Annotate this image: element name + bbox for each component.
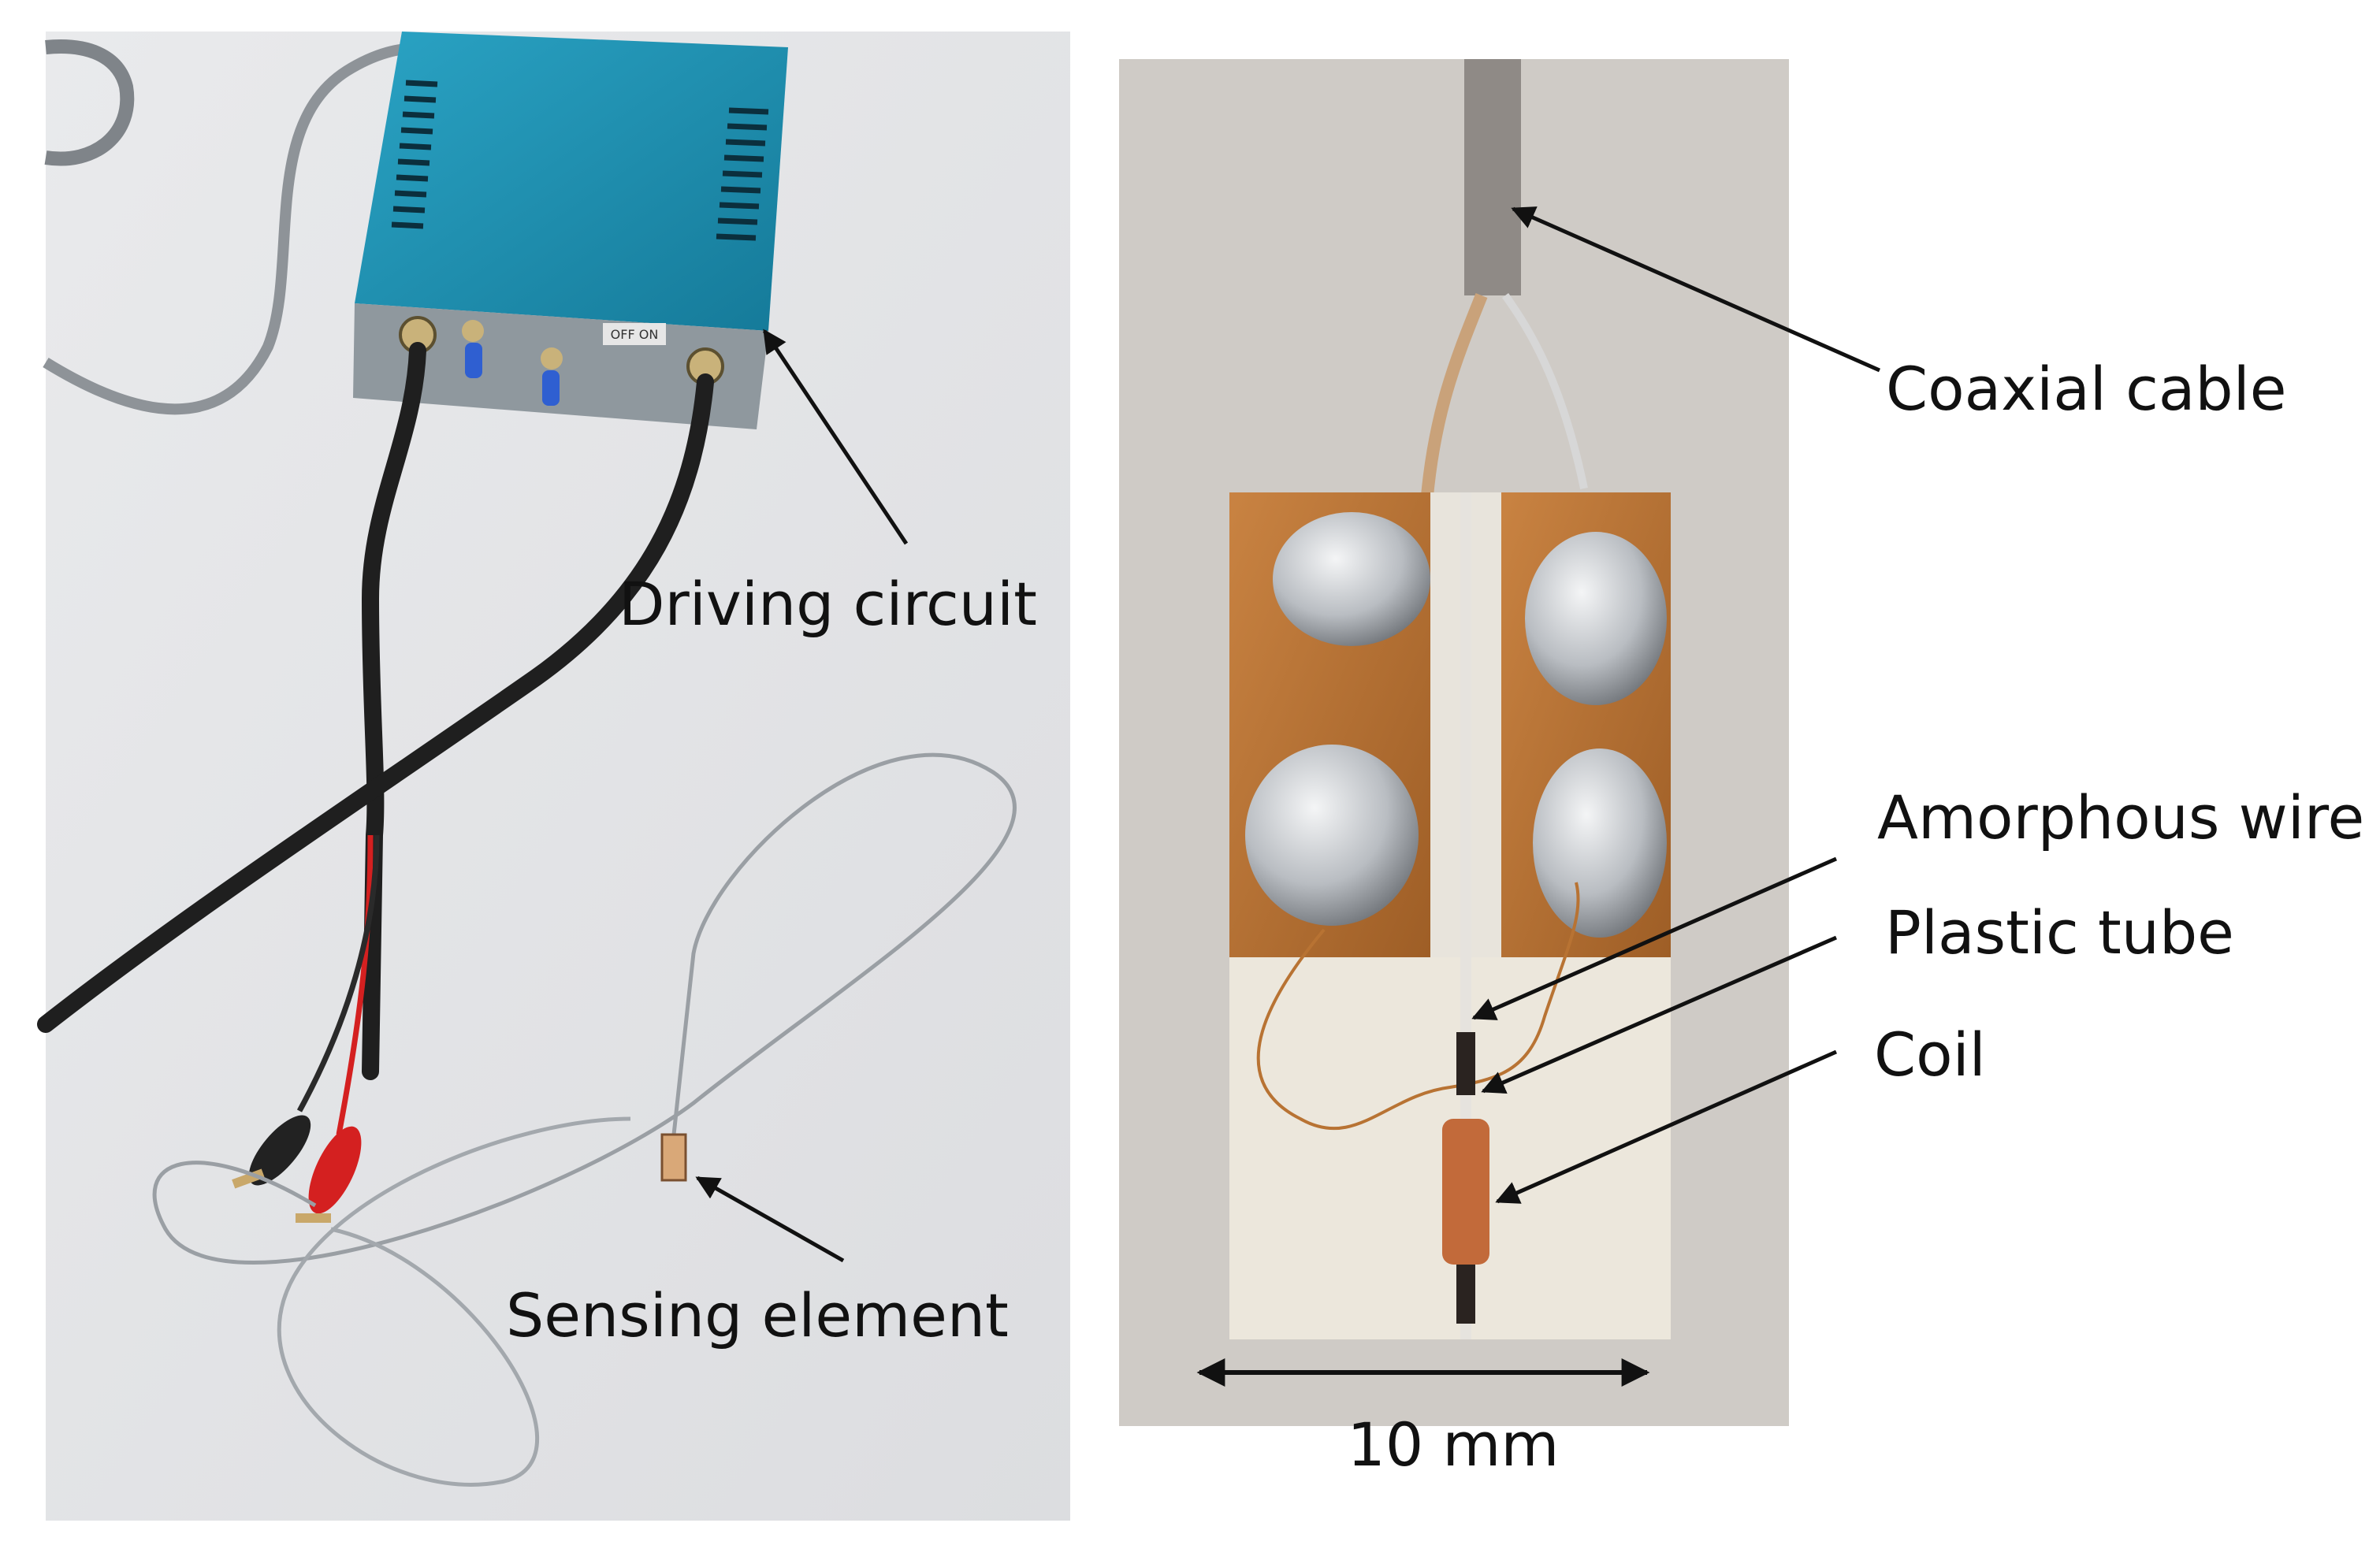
clip-jaw-1	[232, 1168, 265, 1189]
sensing-element-arrow	[695, 1176, 845, 1263]
braid-twist-left	[1420, 293, 1488, 505]
device-box-text: OFF ON	[611, 327, 659, 342]
right-photo-panel: Coaxial cable Amorphous wire Plastic tub…	[1119, 59, 2364, 1480]
red-clip	[308, 1126, 362, 1214]
copper-lead-wire	[1256, 882, 1580, 1131]
plastic-tube-arrow	[1481, 935, 1837, 1094]
toggle-blue-1	[465, 343, 482, 378]
left-vents	[391, 80, 438, 229]
solder-blob-2	[1525, 532, 1667, 705]
knob-2	[541, 347, 563, 370]
driving-circuit-label: Driving circuit	[619, 569, 1037, 639]
scale-bar-label: 10 mm	[1348, 1410, 1560, 1480]
clip-jaw-2	[296, 1213, 331, 1223]
left-photo-panel: OFF ON Driving circuit Sensing element	[37, 32, 1070, 1521]
gray-cable-2	[44, 39, 135, 166]
solder-blob-4	[1533, 748, 1667, 938]
sensing-element	[660, 1133, 687, 1182]
coil-arrow	[1495, 1049, 1838, 1204]
box-top	[355, 32, 788, 331]
amorphous-wire-arrow	[1471, 856, 1838, 1020]
black-cable-right	[37, 373, 714, 1033]
coax-cable-jacket	[1464, 59, 1521, 295]
sensing-element-label: Sensing element	[506, 1280, 1009, 1350]
tube-end	[1456, 1265, 1475, 1324]
plastic-tube-label: Plastic tube	[1885, 897, 2234, 968]
black-lead	[296, 834, 380, 1112]
thin-wire-loop-2	[277, 1116, 631, 1487]
driving-circuit-arrow	[762, 329, 909, 545]
red-lead	[336, 834, 374, 1135]
thin-wire-loop	[152, 752, 1017, 1265]
knob-1	[462, 320, 484, 342]
toggle-blue-2	[542, 370, 560, 406]
coaxial-cable-label: Coaxial cable	[1886, 354, 2287, 424]
black-clip	[248, 1115, 311, 1186]
right-vents	[716, 107, 769, 241]
gray-cable	[43, 43, 411, 415]
braid-twist-right	[1501, 293, 1588, 490]
solder-blob-1	[1273, 512, 1430, 646]
solder-blob-3	[1245, 745, 1419, 926]
driving-circuit-box: OFF ON	[353, 32, 788, 429]
amorphous-wire-label: Amorphous wire	[1877, 782, 2364, 852]
plastic-tube	[1456, 1032, 1475, 1095]
device-label-plate	[603, 323, 666, 345]
coaxial-cable-arrow	[1511, 206, 1881, 373]
coil	[1442, 1119, 1489, 1265]
coil-label: Coil	[1874, 1020, 1986, 1090]
